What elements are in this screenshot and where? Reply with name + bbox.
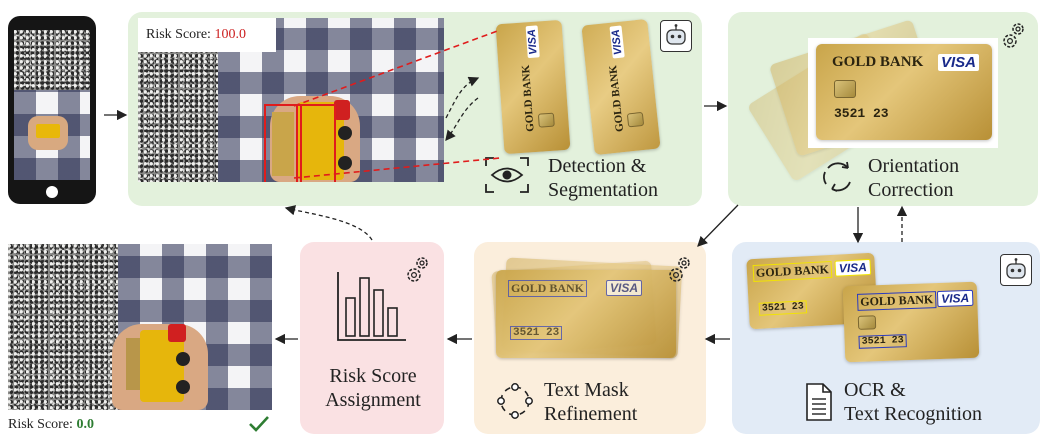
document-icon	[804, 382, 834, 422]
risk-label: Risk Score Assignment	[325, 365, 421, 411]
bar-chart-icon	[334, 270, 408, 344]
risk-score-output: Risk Score: 0.0	[8, 416, 94, 434]
gear-icon	[1002, 20, 1028, 50]
gear-icon	[668, 254, 694, 284]
risk-score-output-value: 0.0	[76, 417, 94, 432]
gear-icon	[406, 254, 432, 284]
detection-label: Detection & Segmentation	[548, 155, 658, 201]
detection-box-truck	[296, 104, 336, 182]
phone-home-button	[46, 186, 58, 198]
refinement-card: GOLD BANK VISA 3521 23	[496, 270, 676, 358]
rotate-icon	[818, 156, 858, 196]
mask-refine-icon	[494, 380, 536, 422]
output-image	[8, 244, 272, 410]
orientation-label: Orientation Correction	[868, 155, 960, 201]
phone-screen-image	[14, 30, 90, 180]
redacted-card	[126, 338, 140, 390]
risk-score-input-value: 100.0	[214, 27, 246, 42]
detection-box-card	[264, 104, 302, 182]
risk-panel	[300, 242, 444, 434]
phone-icon	[8, 16, 96, 204]
orientation-corrected-card: GOLD BANK VISA 3521 23	[816, 44, 992, 140]
refinement-label: Text Mask Refinement	[544, 379, 638, 425]
robot-icon	[660, 20, 692, 52]
arrow-orientation-to-refinement	[697, 204, 739, 247]
checkmark-icon	[248, 414, 270, 434]
detected-card	[272, 112, 294, 176]
risk-score-output-label: Risk Score:	[8, 417, 73, 432]
eye-scan-icon	[484, 156, 530, 194]
robot-icon	[1000, 254, 1032, 286]
risk-score-input-badge: Risk Score: 100.0	[138, 18, 276, 52]
risk-score-input-label: Risk Score:	[146, 27, 211, 42]
input-image: Risk Score: 100.0	[138, 18, 444, 182]
ocr-label: OCR & Text Recognition	[844, 379, 983, 425]
arrow-risk-feedback	[284, 205, 373, 241]
detection-crop-card: VISA GOLD BANK	[495, 19, 571, 155]
ocr-card-blue: GOLD BANK VISA 3521 23	[842, 281, 980, 363]
segmentation-crop-card: VISA GOLD BANK	[581, 18, 661, 156]
